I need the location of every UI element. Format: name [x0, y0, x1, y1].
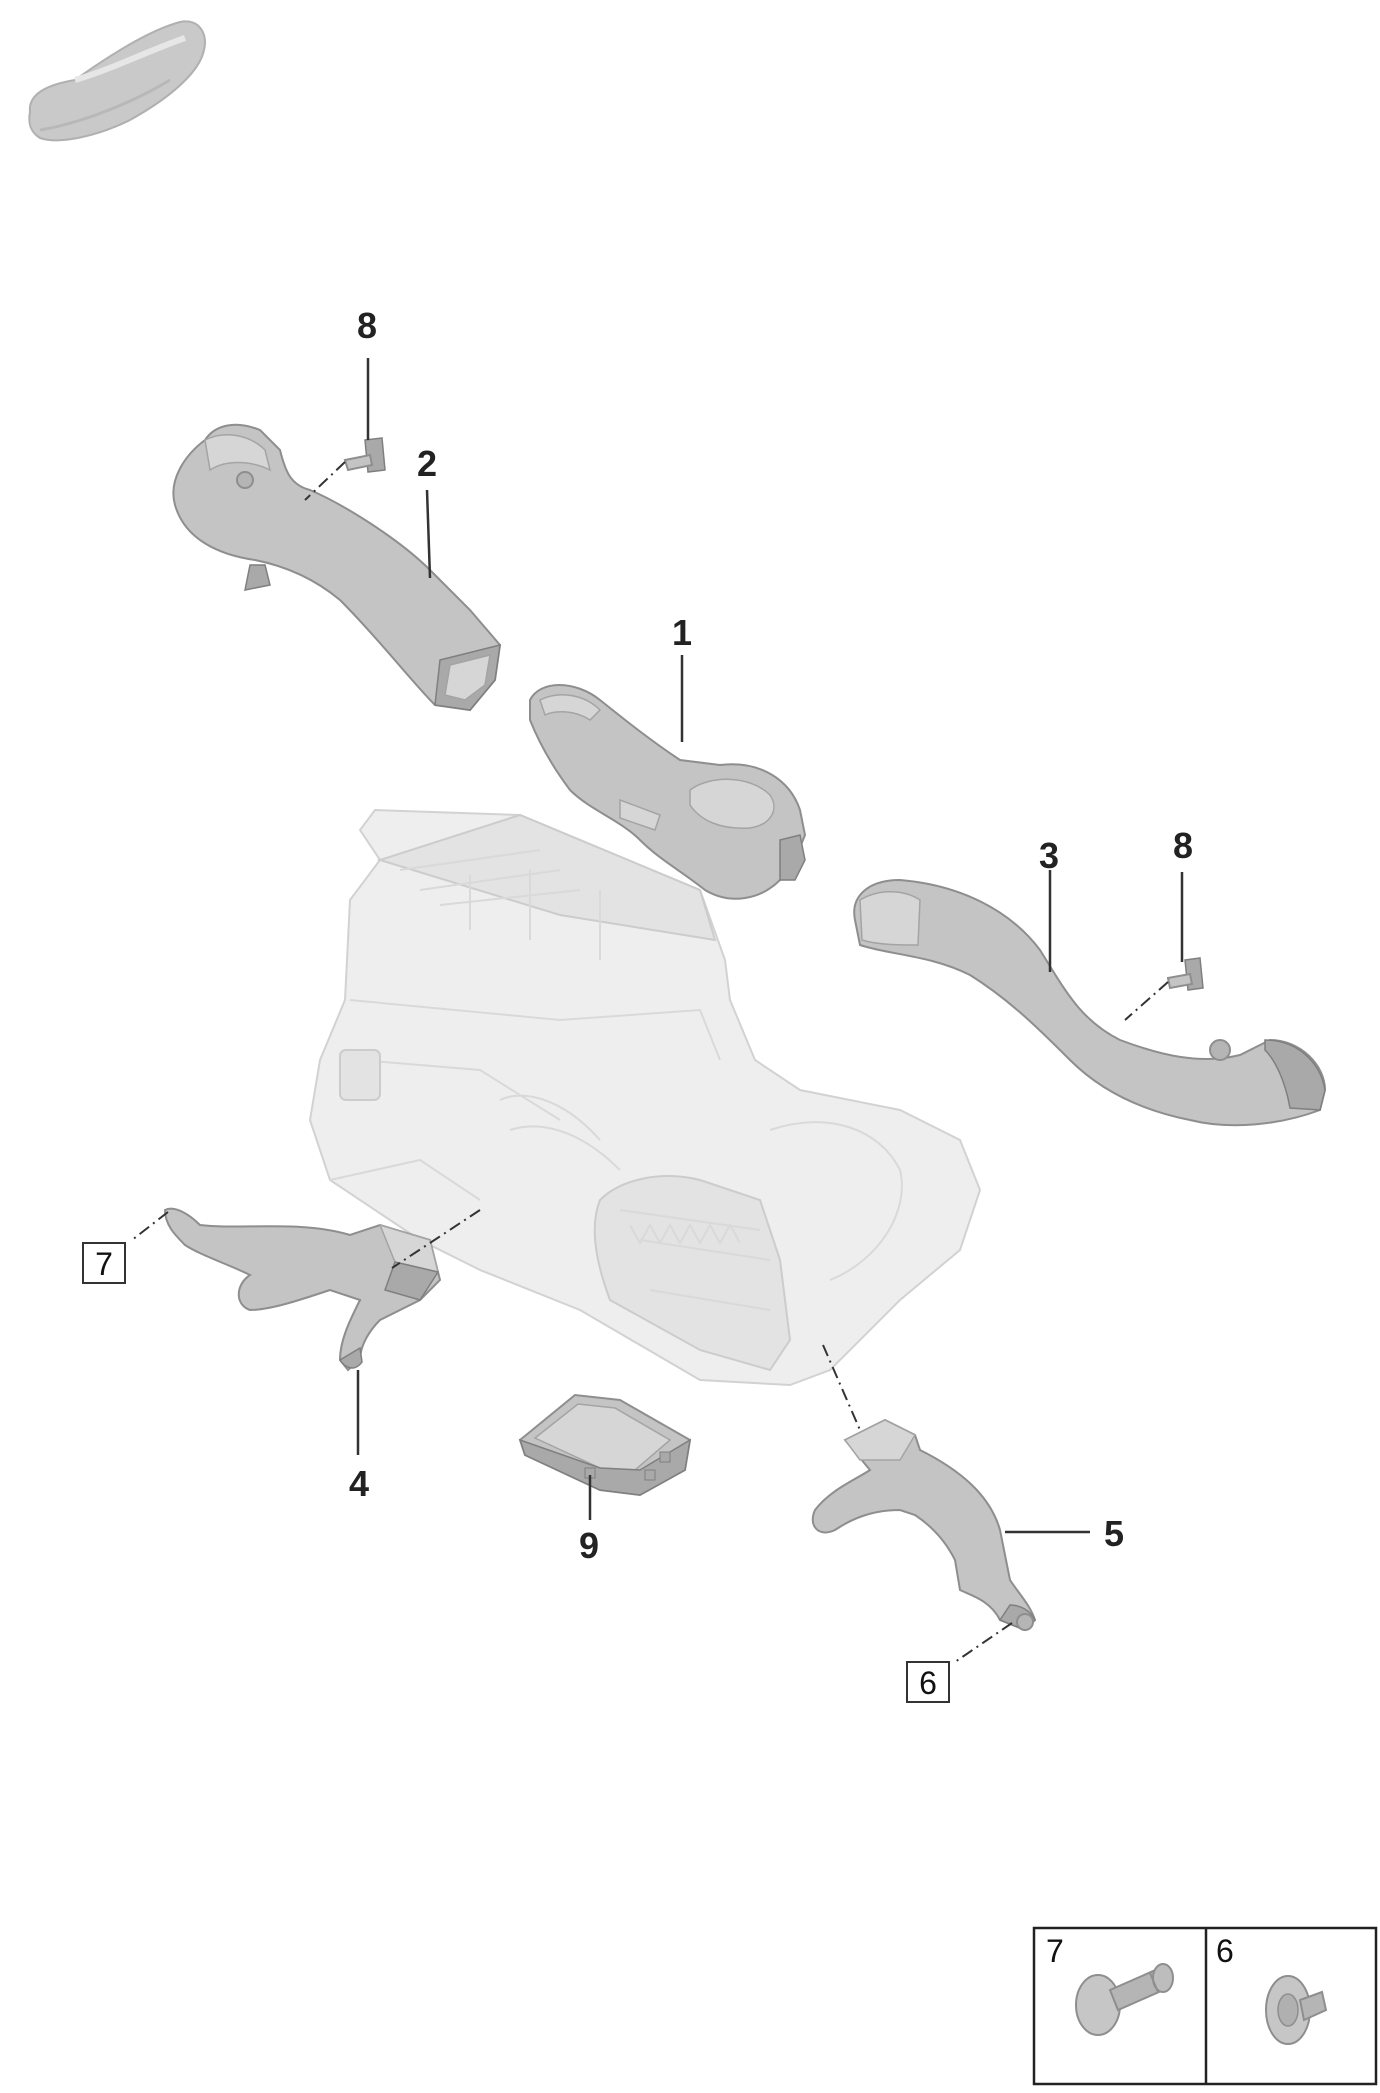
- fastener-detail-table: 7 6: [1032, 1926, 1378, 2086]
- callout-labels: 8 2 1 3 8 4 5 9: [349, 305, 1193, 1566]
- control-module: [518, 1393, 692, 1497]
- air-duct-right: [853, 878, 1327, 1127]
- callout-4: 4: [349, 1463, 369, 1504]
- table-cell-6-label: 6: [1216, 1933, 1234, 1969]
- boxed-ref-7: 7: [82, 1242, 126, 1284]
- callout-2: 2: [417, 443, 437, 484]
- callout-1: 1: [672, 612, 692, 653]
- svg-text:7: 7: [95, 1246, 113, 1282]
- floor-duct-right: [811, 1418, 1037, 1632]
- callout-9: 9: [579, 1525, 599, 1566]
- svg-text:6: 6: [919, 1665, 937, 1701]
- table-cell-7-label: 7: [1046, 1933, 1064, 1969]
- center-duct: [529, 684, 807, 900]
- clip-right: [1166, 957, 1204, 991]
- floor-duct-left: [163, 1207, 442, 1372]
- boxed-ref-6: 6: [906, 1661, 950, 1703]
- hvac-unit-ghost: [308, 808, 982, 1387]
- callout-5: 5: [1104, 1513, 1124, 1554]
- callout-8-upper: 8: [357, 305, 377, 346]
- callout-8-right: 8: [1173, 825, 1193, 866]
- clip-6: [1265, 1975, 1328, 2045]
- vehicle-icon: [28, 20, 206, 142]
- air-duct-left: [172, 423, 502, 712]
- clip-upper: [343, 437, 386, 473]
- leader-lines: [131, 358, 1184, 1663]
- callout-3: 3: [1039, 835, 1059, 876]
- push-clip-7: [1075, 1963, 1174, 2036]
